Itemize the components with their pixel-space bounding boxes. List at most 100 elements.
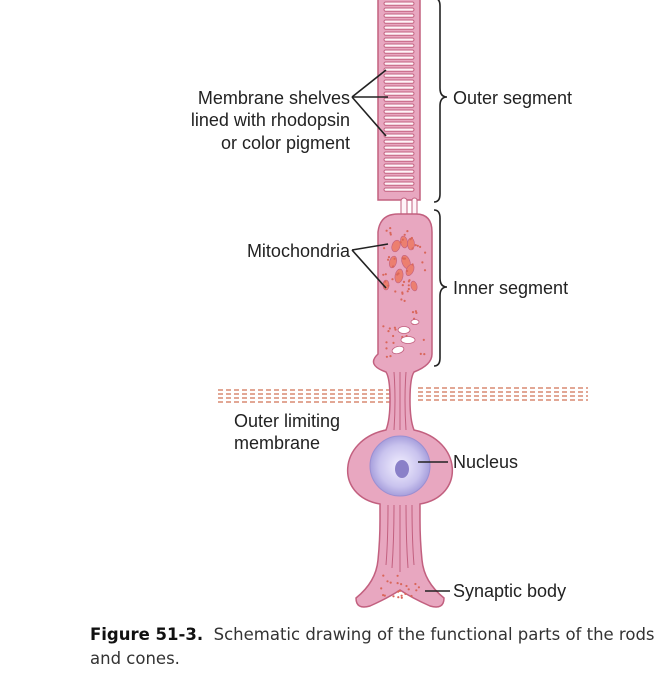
cytoplasm-dot bbox=[387, 330, 390, 333]
outer-segment bbox=[377, 0, 421, 219]
label-membrane-shelves-2: lined with rhodopsin bbox=[191, 110, 350, 130]
cytoplasm-dot bbox=[407, 287, 410, 291]
cytoplasm-dot bbox=[414, 244, 417, 247]
cytoplasm-dot bbox=[423, 353, 426, 356]
label-inner-segment: Inner segment bbox=[453, 278, 568, 298]
membrane-shelf bbox=[383, 103, 415, 108]
cytoplasm-dot bbox=[406, 230, 409, 233]
cytoplasm-dot bbox=[396, 273, 399, 276]
synaptic-vesicle-dot bbox=[397, 590, 400, 593]
cytoplasm-dot bbox=[392, 341, 395, 344]
membrane-shelves bbox=[383, 1, 415, 192]
membrane-shelf bbox=[383, 37, 415, 42]
membrane-shelf bbox=[383, 49, 415, 54]
inner-segment-brace bbox=[433, 209, 448, 367]
cytoplasm-dot bbox=[406, 290, 409, 293]
synaptic-vesicle-dot bbox=[383, 594, 386, 597]
cytoplasm-dot bbox=[389, 231, 392, 234]
synaptic-vesicle-dot bbox=[400, 583, 403, 586]
membrane-shelf bbox=[383, 73, 415, 78]
membrane-shelf bbox=[383, 157, 415, 162]
membrane-shelf bbox=[383, 7, 415, 12]
membrane-shelf bbox=[383, 91, 415, 96]
cytoplasm-dot bbox=[387, 258, 390, 261]
cytoplasm-dot bbox=[401, 284, 404, 287]
synaptic-vesicle-dot bbox=[398, 589, 401, 593]
membrane-shelf bbox=[383, 79, 415, 84]
synaptic-vesicle-dot bbox=[389, 581, 392, 584]
membrane-shelf bbox=[383, 1, 415, 6]
synaptic-vesicle-dot bbox=[380, 587, 383, 590]
cytoplasm-dot bbox=[394, 290, 397, 293]
cytoplasm-dot bbox=[400, 298, 403, 301]
cytoplasm-dot bbox=[391, 278, 394, 281]
vesicles bbox=[391, 319, 420, 355]
synaptic-vesicle-dot bbox=[396, 582, 399, 585]
label-synaptic-body: Synaptic body bbox=[453, 581, 566, 601]
cytoplasm-dot bbox=[422, 338, 425, 341]
membrane-shelf bbox=[383, 19, 415, 24]
cytoplasm-dot bbox=[408, 279, 411, 282]
cytoplasm-dot bbox=[401, 291, 404, 294]
cytoplasm-dot bbox=[411, 311, 415, 314]
membrane-shelf bbox=[383, 55, 415, 60]
synaptic-vesicle-dot bbox=[417, 586, 420, 589]
cell-body bbox=[346, 213, 454, 608]
membrane-shelf bbox=[383, 127, 415, 132]
cytoplasm-dot bbox=[392, 265, 395, 268]
cytoplasm-dot bbox=[389, 355, 392, 358]
cytoplasm-dot bbox=[384, 280, 387, 283]
cytoplasm-dot bbox=[392, 334, 395, 338]
cytoplasm-dot bbox=[414, 310, 417, 313]
membrane-shelf bbox=[383, 67, 415, 72]
label-outer-limiting-1: Outer limiting bbox=[234, 411, 340, 431]
synaptic-vesicle-dot bbox=[386, 580, 389, 583]
label-membrane-shelves-3: or color pigment bbox=[221, 133, 350, 153]
membrane-shelf bbox=[383, 175, 415, 180]
label-mitochondria: Mitochondria bbox=[247, 241, 351, 261]
label-outer-segment: Outer segment bbox=[453, 88, 572, 108]
synaptic-vesicle-dot bbox=[382, 594, 385, 597]
synaptic-vesicle-dot bbox=[397, 596, 400, 599]
synaptic-vesicle-dot bbox=[415, 589, 418, 592]
cytoplasm-dot bbox=[411, 247, 414, 250]
synaptic-vesicle-dot bbox=[400, 596, 403, 599]
membrane-shelf bbox=[383, 109, 415, 114]
membrane-shelf bbox=[383, 121, 415, 126]
membrane-shelf bbox=[383, 97, 415, 102]
label-nucleus: Nucleus bbox=[453, 452, 518, 472]
membrane-shelf bbox=[383, 169, 415, 174]
membrane-shelf bbox=[383, 31, 415, 36]
cytoplasm-dot bbox=[406, 269, 409, 273]
synaptic-vesicle-dot bbox=[414, 582, 417, 586]
synaptic-vesicle-dot bbox=[392, 595, 395, 598]
cytoplasm-dot bbox=[409, 238, 412, 241]
cytoplasm-dot bbox=[389, 227, 392, 230]
cytoplasm-dot bbox=[387, 284, 390, 287]
cytoplasm-dot bbox=[385, 355, 388, 358]
synaptic-vesicle-dot bbox=[405, 584, 408, 588]
cytoplasm-dot bbox=[423, 269, 427, 272]
cytoplasm-dot bbox=[424, 251, 427, 254]
cytoplasm-dot bbox=[419, 245, 422, 248]
caption-line-1: Figure 51-3. Schematic drawing of the fu… bbox=[90, 623, 660, 647]
membrane-shelf bbox=[383, 133, 415, 138]
cytoplasm-dot bbox=[407, 284, 410, 287]
membrane-shelf bbox=[383, 25, 415, 30]
cytoplasm-dot bbox=[416, 244, 419, 247]
cytoplasm-dot bbox=[402, 280, 406, 283]
cytoplasm-dot bbox=[403, 299, 406, 302]
membrane-shelf bbox=[383, 43, 415, 48]
cytoplasm-dot bbox=[415, 311, 418, 314]
cytoplasm-dot bbox=[383, 247, 386, 250]
cytoplasm-dot bbox=[387, 256, 391, 259]
membrane-shelf bbox=[383, 61, 415, 66]
photoreceptor-diagram: Membrane shelves lined with rhodopsin or… bbox=[191, 0, 588, 608]
caption-text-1: Schematic drawing of the functional part… bbox=[213, 625, 655, 644]
caption-number: Figure 51-3. bbox=[90, 625, 204, 644]
membrane-shelf bbox=[383, 187, 415, 192]
cytoplasm-dot bbox=[394, 328, 397, 331]
membrane-shelf bbox=[383, 181, 415, 186]
cytoplasm-dot bbox=[393, 257, 396, 260]
caption-line-2: and cones. bbox=[90, 649, 180, 668]
